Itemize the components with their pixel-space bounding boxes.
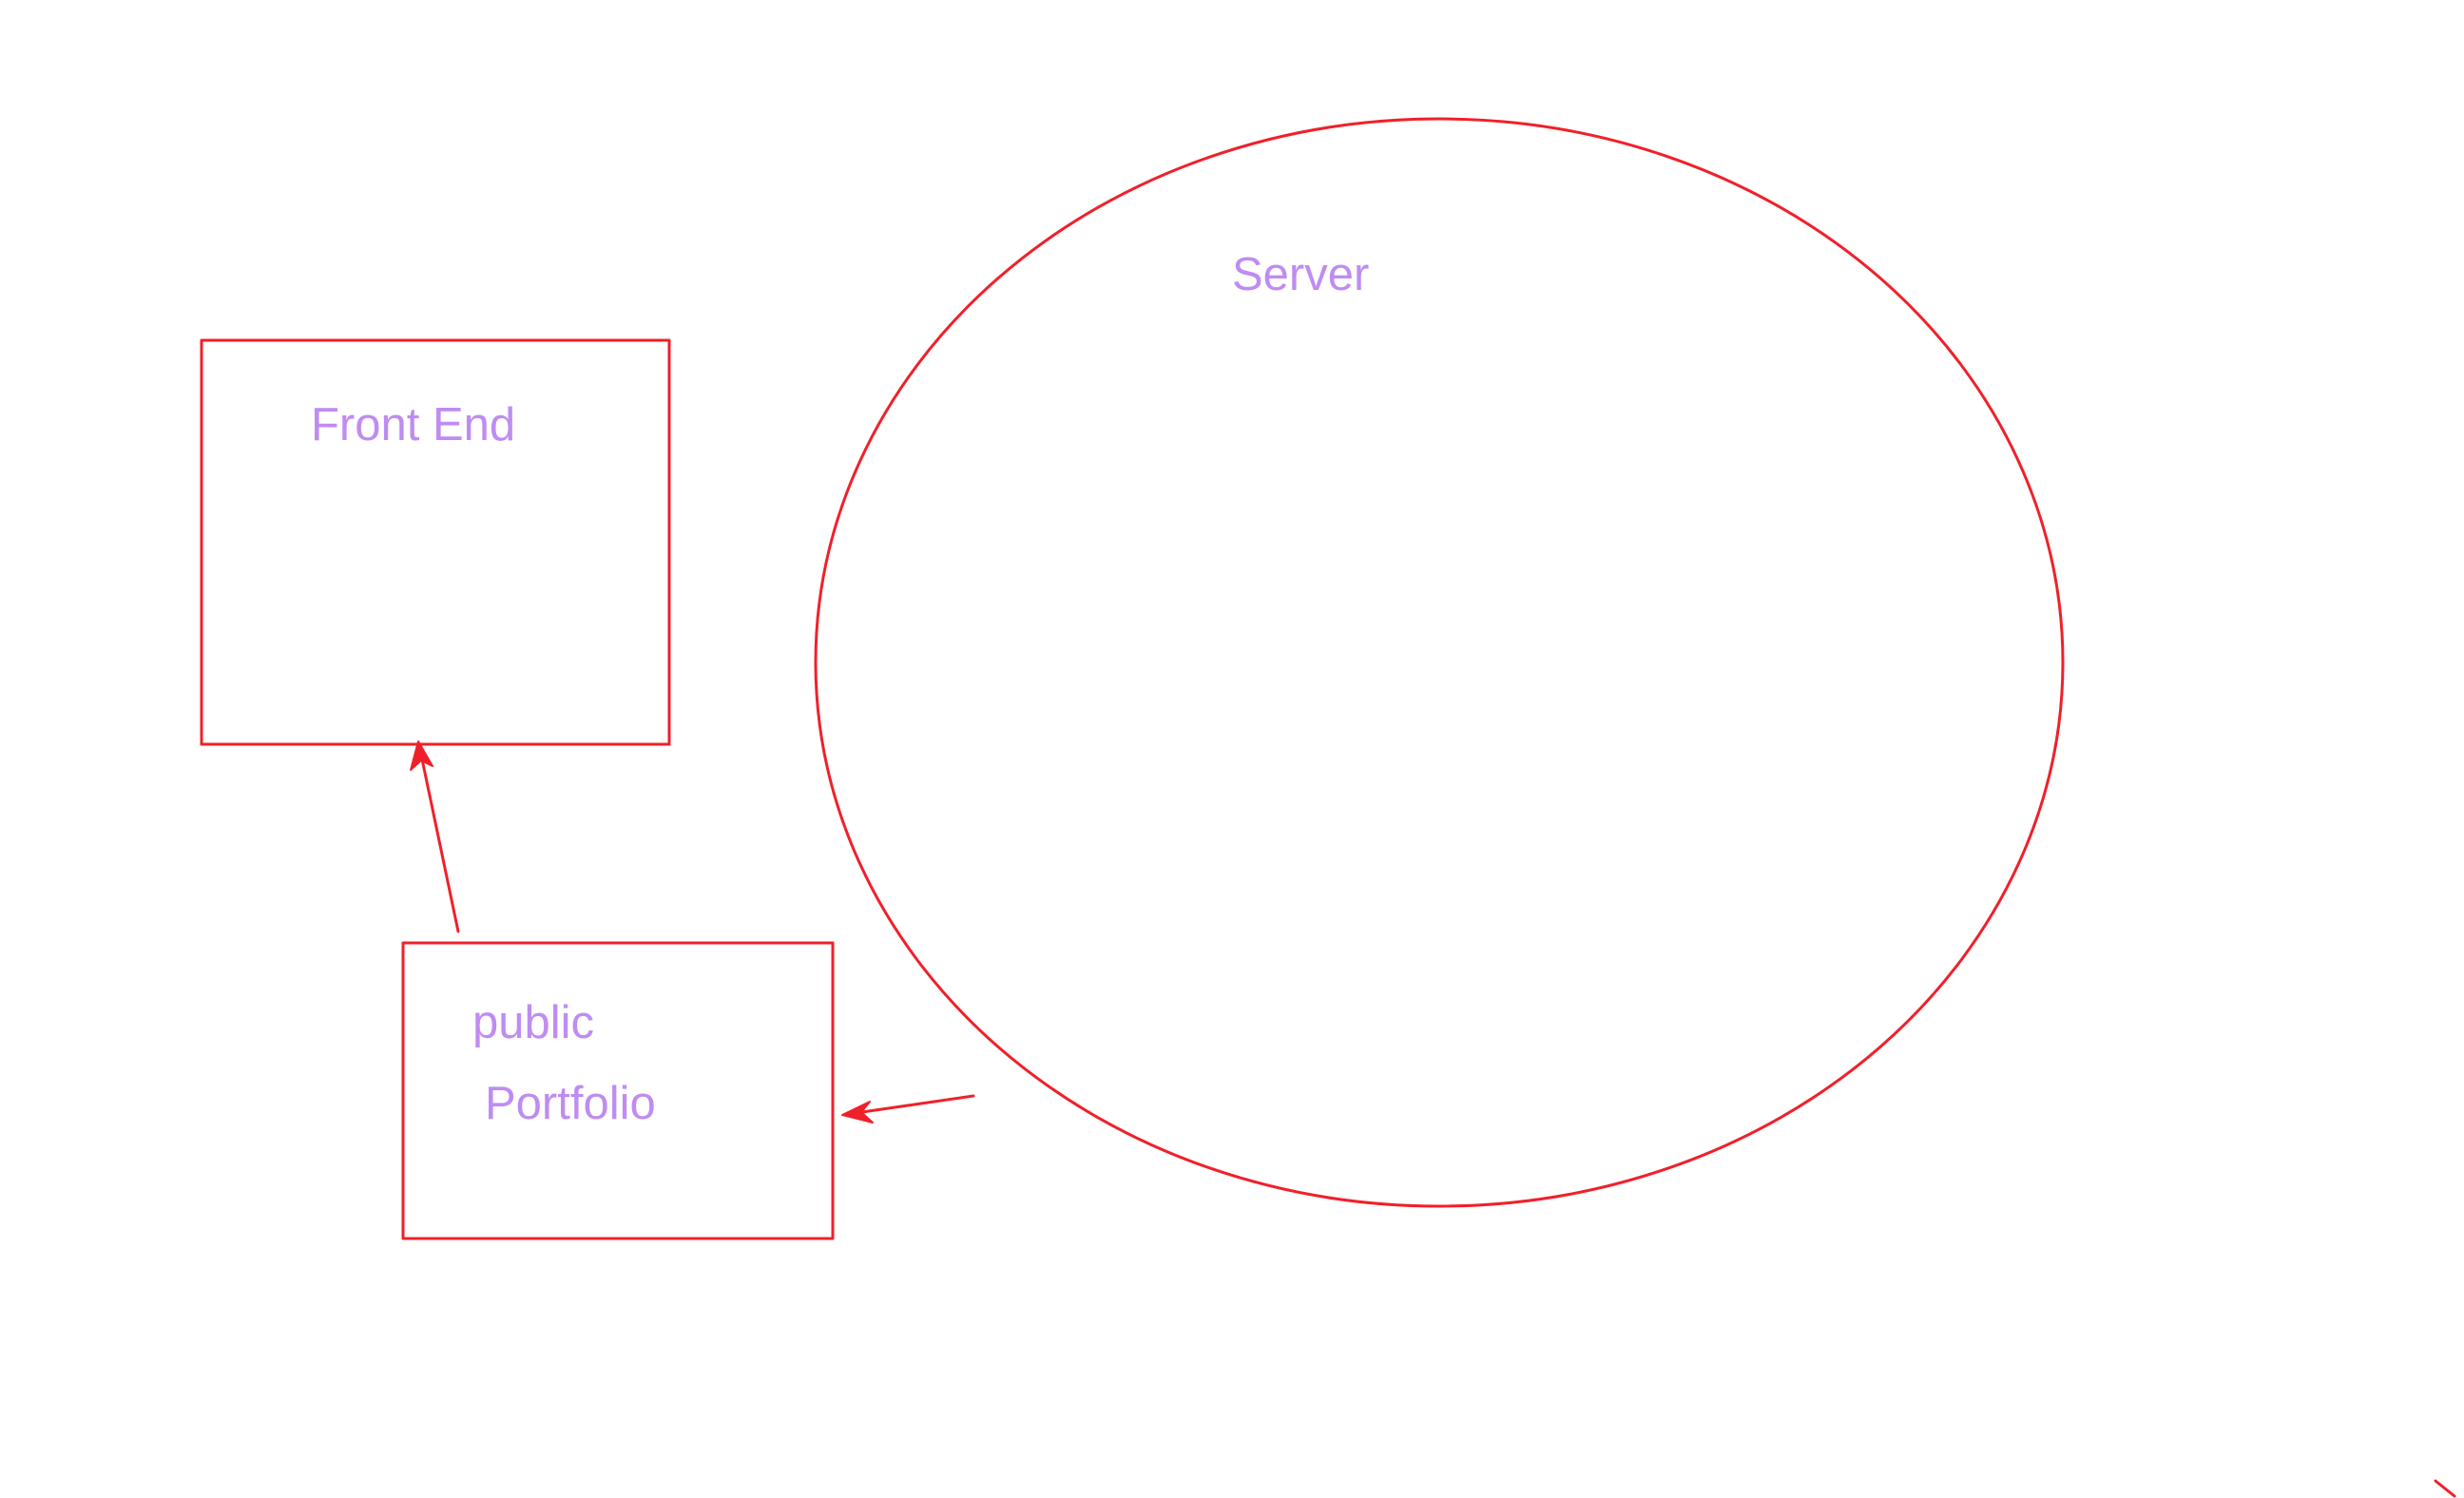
arrowhead-icon: [410, 740, 433, 771]
arrow-server-to-portfolio: [841, 1094, 975, 1124]
arrowhead-icon: [841, 1101, 874, 1124]
front-end-box: [200, 338, 671, 746]
front-end-node: Front End: [200, 338, 671, 746]
arrow-line: [419, 753, 460, 933]
server-ellipse: [814, 117, 2065, 1208]
stray-stroke-mark: [2434, 1479, 2456, 1498]
public-portfolio-box: [401, 941, 835, 1240]
portfolio-label: Portfolio: [485, 1078, 656, 1129]
public-portfolio-node: public Portfolio: [401, 941, 835, 1240]
server-node: Server: [814, 117, 2065, 1208]
server-label: Server: [1232, 249, 1369, 300]
arrow-portfolio-to-front-end: [410, 740, 460, 933]
arrow-line: [854, 1094, 975, 1115]
public-label: public: [472, 997, 594, 1048]
front-end-label: Front End: [311, 399, 515, 451]
